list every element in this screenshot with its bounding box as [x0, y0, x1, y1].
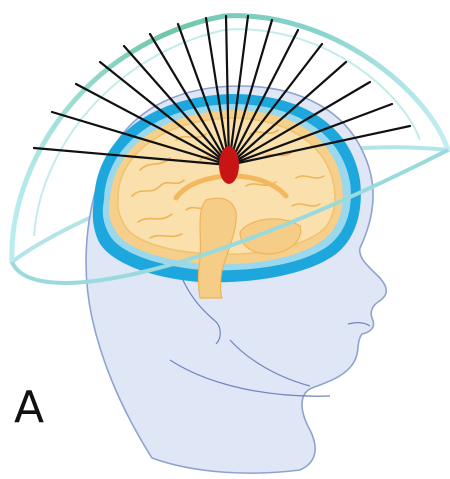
target-icon — [219, 146, 239, 184]
panel-label: A — [14, 386, 44, 430]
